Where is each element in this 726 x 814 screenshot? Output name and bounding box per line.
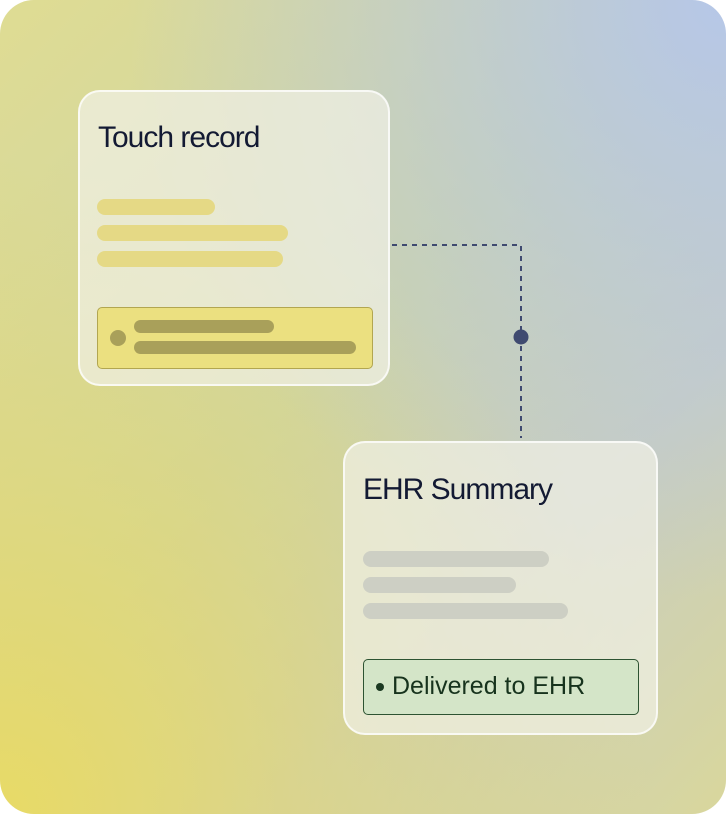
placeholder-line (97, 199, 215, 215)
touch-record-title: Touch record (98, 121, 260, 154)
touch-record-card: Touch record (78, 90, 390, 386)
ehr-summary-title: EHR Summary (363, 473, 553, 506)
entry-line (134, 320, 274, 333)
highlighted-entry (97, 307, 373, 369)
status-label: Delivered to EHR (392, 672, 586, 700)
placeholder-line (363, 603, 568, 619)
connector-path (392, 244, 522, 438)
placeholder-line (97, 225, 288, 241)
placeholder-line (363, 577, 516, 593)
status-dot (376, 683, 384, 691)
placeholder-line (97, 251, 283, 267)
entry-dot (110, 330, 126, 346)
entry-line (134, 341, 356, 354)
connector-node (513, 329, 529, 345)
placeholder-line (363, 551, 549, 567)
ehr-summary-card: EHR Summary Delivered to EHR (343, 441, 658, 735)
status-badge: Delivered to EHR (363, 659, 639, 715)
